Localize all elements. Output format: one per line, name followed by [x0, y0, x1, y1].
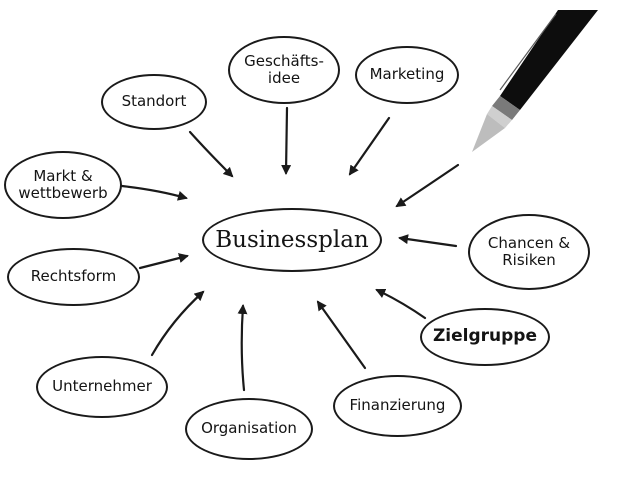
arrow-icon [120, 184, 188, 201]
topic-marketing: Marketing [355, 46, 459, 104]
topic-standort: Standort [101, 74, 207, 130]
arrow-icon [395, 163, 460, 208]
arrow-icon [188, 130, 234, 178]
topic-unternehmer: Unternehmer [36, 356, 168, 418]
topic-label: Finanzierung [349, 396, 446, 415]
topic-rechtsform: Rechtsform [7, 248, 140, 306]
center-node: Businessplan [202, 208, 382, 272]
arrow-icon [316, 300, 367, 370]
topic-organisation: Organisation [185, 398, 313, 460]
topic-label: Unternehmer [52, 377, 152, 396]
topic-label: Zielgruppe [432, 326, 538, 347]
arrow-icon [281, 106, 292, 175]
arrow-icon [237, 304, 248, 392]
arrow-icon [398, 234, 458, 248]
topic-zielgruppe: Zielgruppe [420, 308, 550, 366]
arrow-icon [375, 288, 427, 320]
topic-label: Geschäfts- idee [244, 51, 324, 87]
center-label: Businessplan [215, 226, 369, 253]
topic-geschaeftsidee: Geschäfts- idee [228, 36, 340, 104]
topic-label: Marketing [369, 65, 445, 84]
topic-chancen-risiken: Chancen & Risiken [468, 214, 590, 290]
topic-label: Markt & wettbewerb [18, 166, 108, 202]
arrow-icon [138, 253, 189, 270]
topic-finanzierung: Finanzierung [333, 375, 462, 437]
topic-label: Chancen & Risiken [487, 233, 571, 269]
arrow-icon [348, 116, 391, 176]
topic-label: Standort [121, 92, 187, 111]
topic-markt-wettbewerb: Markt & wettbewerb [4, 151, 122, 219]
arrow-icon [150, 290, 205, 357]
topic-label: Organisation [201, 419, 297, 438]
topic-label: Rechtsform [30, 267, 117, 286]
